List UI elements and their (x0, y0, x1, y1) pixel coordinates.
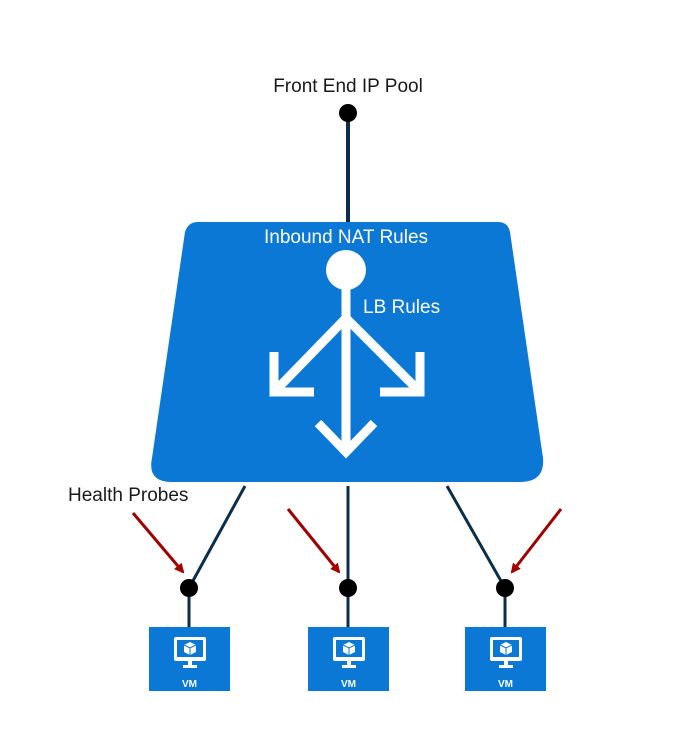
health-probes-label: Health Probes (68, 485, 188, 506)
vm-tile[interactable]: VM (465, 627, 546, 691)
vm-label: VM (182, 679, 197, 690)
frontend-pool-label: Front End IP Pool (273, 76, 423, 97)
monitor-icon (174, 637, 206, 668)
backend-connector-right (445, 485, 507, 589)
lb-distribution-arrows-icon (269, 286, 425, 459)
backend-node-dot-right[interactable] (496, 579, 514, 597)
vm-tile[interactable]: VM (308, 627, 389, 691)
monitor-icon (333, 637, 365, 668)
vm-label: VM (341, 679, 356, 690)
health-probe-arrow-right (510, 508, 563, 574)
vm-label: VM (498, 679, 513, 690)
lb-rules-node-icon (326, 250, 366, 290)
backend-node-dot-center[interactable] (339, 579, 357, 597)
frontend-node-dot[interactable] (339, 104, 357, 122)
backend-connector-left (187, 485, 247, 589)
health-probe-arrow-left (131, 512, 185, 574)
lb-rules-label: LB Rules (363, 297, 440, 318)
backend-node-dot-left[interactable] (180, 579, 198, 597)
monitor-icon (490, 637, 522, 668)
health-probe-arrow-center (286, 508, 341, 574)
nat-rules-label: Inbound NAT Rules (264, 227, 428, 248)
vm-tile[interactable]: VM (149, 627, 230, 691)
